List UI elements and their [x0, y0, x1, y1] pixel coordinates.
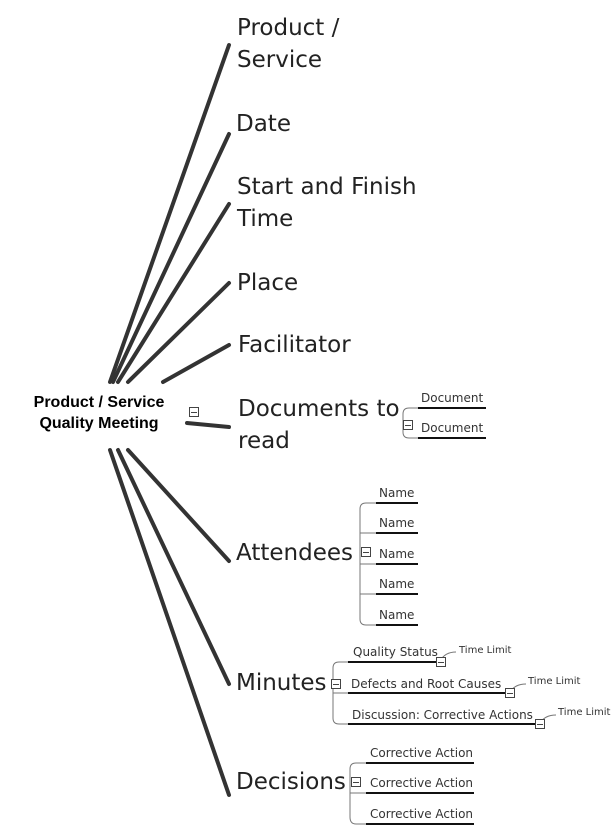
minutes-item-quality-status[interactable]: Quality Status: [353, 645, 438, 659]
branch-documents-line-1: Documents to: [238, 396, 400, 422]
decision-corrective-action[interactable]: Corrective Action: [370, 807, 474, 821]
branch-facilitator[interactable]: Facilitator: [238, 332, 351, 358]
branch-line-facilitator: [161, 343, 231, 384]
branch-place[interactable]: Place: [237, 270, 299, 296]
central-topic-line-1: Product / Service: [33, 394, 165, 411]
branch-line-place: [126, 281, 231, 384]
attendee-name[interactable]: Name: [379, 577, 415, 591]
document-item[interactable]: Document: [421, 391, 484, 405]
attendees-connector: [359, 502, 376, 626]
minutes-connector: [332, 661, 348, 725]
branch-line-time: [116, 202, 231, 384]
decisions-connector: [349, 762, 366, 825]
time-limit-note[interactable]: Time Limit: [558, 707, 611, 718]
collapse-toggle-decisions-icon[interactable]: [351, 777, 361, 787]
branch-product-line-1: Product /: [237, 15, 340, 41]
branch-time-line-1: Start and Finish: [237, 174, 417, 200]
minutes-item-discussion[interactable]: Discussion: Corrective Actions: [352, 708, 533, 722]
time-limit-note[interactable]: Time Limit: [528, 676, 581, 687]
attendee-name[interactable]: Name: [379, 608, 415, 622]
branch-line-attendees: [126, 448, 231, 563]
time-limit-note[interactable]: Time Limit: [459, 645, 512, 656]
branch-product-service[interactable]: Product / Service: [237, 12, 339, 76]
branch-date[interactable]: Date: [236, 111, 291, 137]
branch-start-finish-time[interactable]: Start and Finish Time: [237, 171, 417, 235]
minutes-item-defects[interactable]: Defects and Root Causes: [351, 677, 502, 691]
central-topic-line-2: Quality Meeting: [39, 415, 159, 432]
branch-minutes[interactable]: Minutes: [236, 670, 327, 696]
decision-corrective-action[interactable]: Corrective Action: [370, 776, 474, 790]
collapse-toggle-defects-icon[interactable]: [505, 688, 515, 698]
collapse-toggle-discussion-icon[interactable]: [535, 719, 545, 729]
branch-line-product: [108, 43, 231, 384]
collapse-toggle-attendees-icon[interactable]: [361, 547, 371, 557]
collapse-toggle-documents-icon[interactable]: [403, 420, 413, 430]
attendee-name[interactable]: Name: [379, 486, 415, 500]
branch-line-date: [111, 132, 231, 384]
collapse-toggle-minutes-icon[interactable]: [331, 679, 341, 689]
collapse-toggle-quality-status-icon[interactable]: [436, 657, 446, 667]
branch-product-line-2: Service: [237, 47, 323, 73]
attendee-name[interactable]: Name: [379, 547, 415, 561]
branch-attendees[interactable]: Attendees: [236, 540, 353, 566]
collapse-toggle-central-icon[interactable]: [189, 407, 199, 417]
branch-line-documents: [185, 421, 231, 429]
branch-decisions[interactable]: Decisions: [236, 769, 346, 795]
document-item[interactable]: Document: [421, 421, 484, 435]
branch-documents-to-read[interactable]: Documents to read: [238, 393, 400, 457]
branch-time-line-2: Time: [237, 206, 294, 232]
branch-documents-line-2: read: [238, 428, 290, 454]
documents-connector: [402, 407, 418, 439]
attendee-name[interactable]: Name: [379, 516, 415, 530]
branch-line-decisions: [108, 448, 231, 797]
central-topic[interactable]: Product / Service Quality Meeting: [14, 392, 184, 434]
decision-corrective-action[interactable]: Corrective Action: [370, 746, 474, 760]
branch-line-minutes: [116, 448, 231, 686]
